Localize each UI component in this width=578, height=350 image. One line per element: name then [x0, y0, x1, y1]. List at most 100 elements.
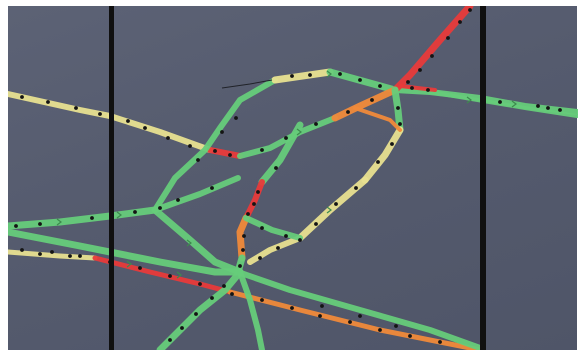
road-segment-27 — [92, 255, 233, 295]
vehicle-marker-43 — [396, 106, 400, 110]
road-segment-8 — [271, 68, 334, 84]
vehicle-marker-layer — [14, 8, 562, 344]
vehicle-marker-86 — [78, 254, 82, 258]
direction-chevron-icon-6 — [326, 70, 332, 78]
vehicle-marker-38 — [260, 148, 264, 152]
road-segment-20 — [258, 121, 304, 186]
direction-chevron-icon-9 — [296, 128, 302, 136]
vehicle-marker-24 — [358, 78, 362, 82]
vehicle-marker-83 — [394, 324, 398, 328]
vehicle-marker-71 — [318, 314, 322, 318]
vehicle-marker-66 — [168, 274, 172, 278]
vehicle-marker-8 — [188, 144, 192, 148]
vehicle-marker-85 — [50, 250, 54, 254]
vehicle-marker-29 — [446, 36, 450, 40]
vehicle-marker-54 — [256, 190, 260, 194]
vehicle-marker-36 — [558, 108, 562, 112]
vehicle-marker-27 — [418, 68, 422, 72]
vehicle-marker-34 — [536, 104, 540, 108]
vehicle-marker-74 — [408, 334, 412, 338]
road-segment-21 — [243, 179, 265, 221]
road-segment-29 — [4, 228, 242, 276]
vehicle-marker-65 — [138, 266, 142, 270]
vehicle-marker-15 — [176, 198, 180, 202]
vehicle-marker-17 — [158, 206, 162, 210]
vehicle-marker-53 — [274, 166, 278, 170]
direction-chevron-icon-layer — [56, 70, 517, 279]
vehicle-marker-67 — [198, 282, 202, 286]
left-margin — [0, 0, 8, 350]
vehicle-marker-72 — [348, 320, 352, 324]
vehicle-marker-16 — [210, 186, 214, 190]
road-segment-22 — [236, 214, 250, 262]
road-segment-15 — [331, 86, 399, 122]
vehicle-marker-23 — [338, 72, 342, 76]
vehicle-marker-21 — [290, 74, 294, 78]
vehicle-marker-46 — [376, 160, 380, 164]
bezel-2 — [480, 6, 486, 350]
vehicle-marker-55 — [252, 202, 256, 206]
vehicle-marker-14 — [133, 210, 137, 214]
vehicle-marker-60 — [260, 226, 264, 230]
vehicle-marker-11 — [14, 224, 18, 228]
road-segment-6 — [151, 206, 244, 276]
road-segment-7 — [152, 77, 278, 213]
vehicle-marker-26 — [406, 80, 410, 84]
vehicle-marker-20 — [234, 116, 238, 120]
vehicle-marker-3 — [74, 106, 78, 110]
road-segment-5 — [152, 175, 241, 213]
vehicle-marker-44 — [398, 122, 402, 126]
vehicle-marker-57 — [242, 234, 246, 238]
vehicle-marker-19 — [220, 130, 224, 134]
vehicle-marker-35 — [546, 106, 550, 110]
vehicle-marker-40 — [314, 122, 318, 126]
vehicle-marker-49 — [314, 222, 318, 226]
direction-chevron-icon-2 — [116, 211, 122, 219]
vehicle-marker-6 — [143, 126, 147, 130]
direction-chevron-icon-5 — [176, 271, 182, 279]
vehicle-marker-33 — [426, 88, 430, 92]
vehicle-marker-77 — [210, 296, 214, 300]
vehicle-marker-63 — [68, 254, 72, 258]
road-segment-26 — [5, 249, 98, 261]
vehicle-marker-42 — [370, 98, 374, 102]
road-segment-4 — [4, 206, 159, 230]
vehicle-marker-30 — [458, 20, 462, 24]
annotation-line — [221, 79, 273, 89]
road-segment-11 — [428, 90, 578, 118]
vehicle-marker-28 — [430, 54, 434, 58]
vehicle-marker-2 — [46, 100, 50, 104]
vehicle-marker-47 — [354, 186, 358, 190]
vehicle-marker-25 — [378, 84, 382, 88]
road-segment-17 — [361, 126, 404, 184]
road-segment-18 — [296, 176, 369, 242]
vehicle-marker-41 — [346, 110, 350, 114]
vehicle-marker-13 — [90, 216, 94, 220]
vehicle-marker-31 — [468, 8, 472, 12]
vehicle-marker-80 — [168, 338, 172, 342]
vehicle-marker-78 — [194, 312, 198, 316]
road-segment-32 — [237, 269, 265, 350]
vehicle-marker-68 — [230, 292, 234, 296]
vehicle-marker-50 — [298, 238, 302, 242]
vehicle-marker-61 — [284, 234, 288, 238]
vehicle-marker-22 — [308, 73, 312, 77]
direction-chevron-icon-7 — [466, 96, 472, 104]
vehicle-marker-84 — [20, 248, 24, 252]
top-margin — [0, 0, 578, 6]
vehicle-marker-51 — [276, 246, 280, 250]
vehicle-marker-75 — [438, 340, 442, 344]
vehicle-marker-12 — [38, 222, 42, 226]
vehicle-marker-18 — [196, 158, 200, 162]
direction-chevron-icon-10 — [326, 206, 332, 214]
direction-chevron-icon-3 — [186, 239, 192, 247]
vehicle-marker-7 — [166, 136, 170, 140]
road-segment-31 — [156, 268, 244, 350]
vehicle-marker-4 — [98, 112, 102, 116]
vehicle-marker-52 — [258, 256, 262, 260]
vehicle-marker-45 — [390, 142, 394, 146]
vehicle-marker-10 — [228, 153, 232, 157]
direction-chevron-icon-8 — [511, 100, 517, 108]
